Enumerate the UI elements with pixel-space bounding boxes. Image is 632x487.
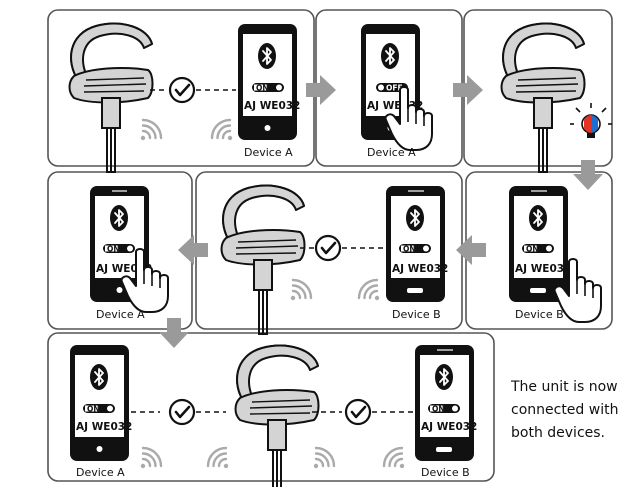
arrow-icon — [456, 235, 486, 265]
phone-icon: ON AJ WE032 — [238, 24, 300, 140]
caption-line-2: connected with — [511, 402, 618, 418]
bluetooth-icon — [381, 43, 399, 69]
model-label: AJ WE032 — [392, 263, 448, 275]
arrow-icon — [159, 318, 189, 348]
phone-icon: ON AJ WE032 — [415, 345, 477, 461]
check-icon — [170, 78, 194, 102]
toggle-on-label: ON — [403, 245, 416, 254]
phone-icon: ON AJ WE032 — [386, 186, 448, 302]
bluetooth-icon — [258, 43, 276, 69]
model-label: AJ WE032 — [76, 421, 132, 433]
arrow-icon — [306, 75, 336, 105]
model-label: AJ WE032 — [515, 263, 571, 275]
bluetooth-icon — [110, 205, 128, 231]
device-b-label: Device B — [421, 466, 470, 479]
caption-line-1: The unit is now — [510, 379, 618, 395]
device-a-label: Device A — [96, 308, 145, 321]
earphone-icon — [222, 186, 305, 334]
signal-icon — [212, 120, 232, 140]
toggle-on-label: ON — [87, 405, 100, 414]
signal-icon — [141, 448, 161, 468]
device-a-label: Device A — [367, 146, 416, 159]
signal-icon — [208, 448, 228, 468]
device-b-label: Device B — [392, 308, 441, 321]
bluetooth-icon — [529, 205, 547, 231]
signal-icon — [384, 448, 404, 468]
check-icon — [346, 400, 370, 424]
earphone-icon — [236, 346, 319, 487]
arrow-icon — [178, 235, 208, 265]
signal-icon — [359, 280, 379, 300]
toggle-on-label: ON — [107, 245, 120, 254]
bluetooth-icon — [435, 364, 453, 390]
arrow-icon — [453, 75, 483, 105]
check-icon — [316, 236, 340, 260]
signal-icon — [141, 120, 161, 140]
phone-icon: ON AJ WE032 — [70, 345, 132, 461]
arrow-icon — [573, 160, 603, 190]
signal-icon — [291, 280, 311, 300]
model-label: AJ WE032 — [421, 421, 477, 433]
bluetooth-icon — [90, 364, 108, 390]
toggle-on-label: ON — [432, 405, 445, 414]
signal-icon — [314, 448, 334, 468]
earphone-icon — [502, 24, 585, 172]
device-a-label: Device A — [244, 146, 293, 159]
toggle-on-label: ON — [256, 84, 269, 93]
bluetooth-icon — [406, 205, 424, 231]
earphone-icon — [70, 24, 153, 172]
toggle-on-label: ON — [526, 245, 539, 254]
model-label: AJ WE032 — [244, 100, 300, 112]
phone-icon: ON AJ WE032 — [509, 186, 571, 302]
led-icon — [570, 103, 612, 138]
device-b-label: Device B — [515, 308, 564, 321]
device-a-label: Device A — [76, 466, 125, 479]
caption-line-3: both devices. — [511, 425, 605, 441]
check-icon — [170, 400, 194, 424]
